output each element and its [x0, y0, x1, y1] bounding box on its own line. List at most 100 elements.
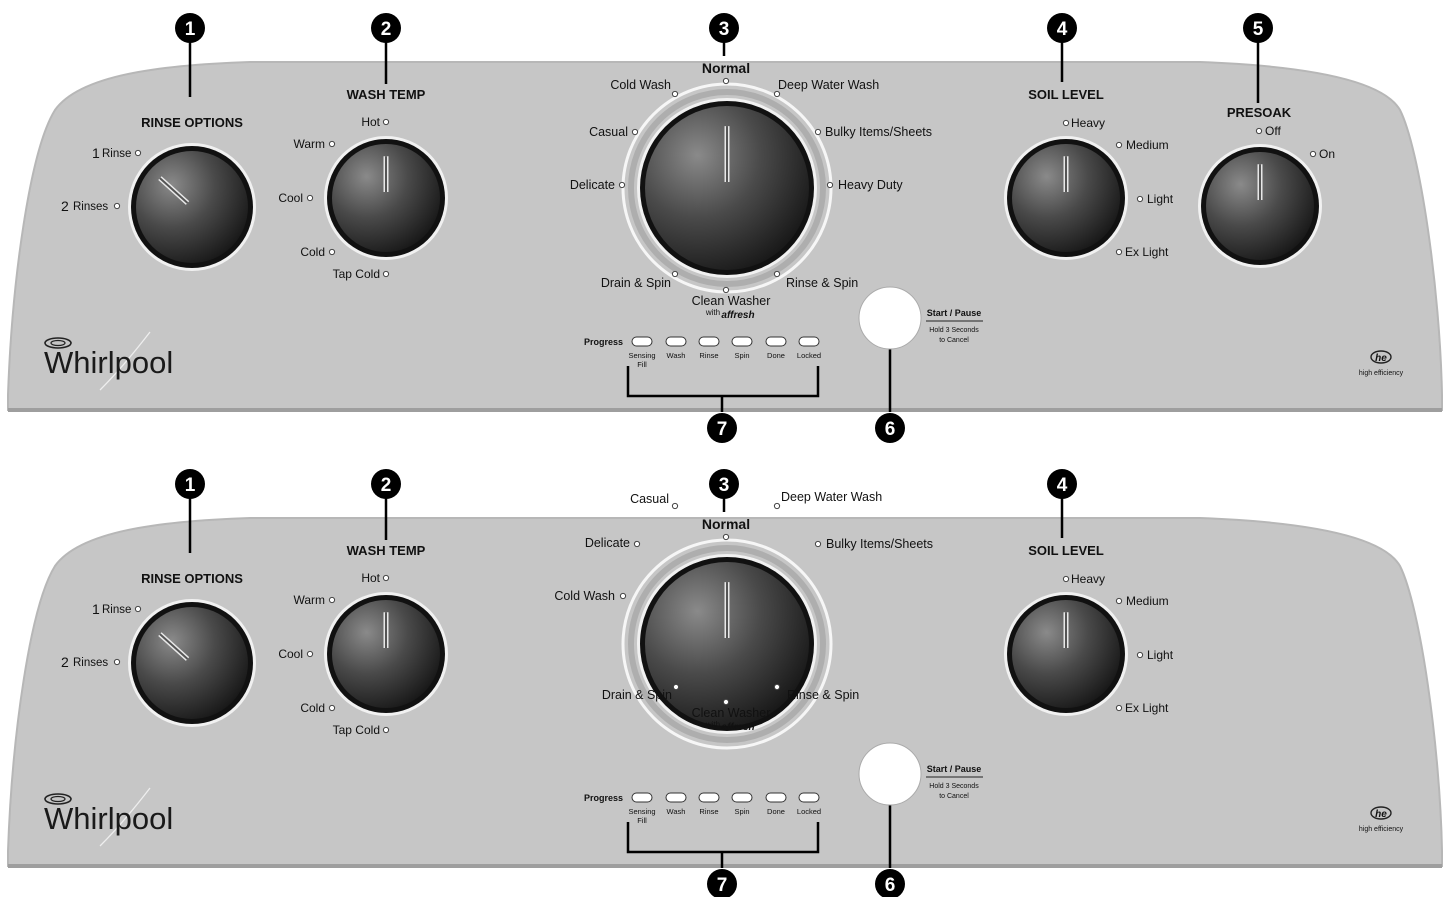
progress-light-label: Sensing	[628, 351, 655, 360]
indicator-dot	[633, 540, 641, 548]
callout-badge	[175, 13, 205, 43]
cycle-option: Cold Wash	[554, 589, 615, 603]
cycle-selector-knob[interactable]	[637, 554, 817, 734]
cycle-option: Drain & Spin	[601, 276, 671, 290]
wash-temp-knob[interactable]	[324, 136, 448, 260]
progress-sensing-fill-label: Fill	[637, 816, 647, 825]
callout-text: 2	[381, 19, 392, 40]
indicator-dot	[382, 726, 390, 734]
callout-number-3: 3	[709, 13, 739, 43]
callout-text: 3	[719, 19, 730, 40]
progress-light-locked	[798, 336, 820, 347]
callout-badge	[707, 413, 737, 443]
wash-temp-option: Cool	[278, 191, 303, 205]
progress-light-locked	[798, 792, 820, 803]
progress-light-spin	[731, 792, 753, 803]
knob-face	[1206, 152, 1314, 260]
callout-badge	[1047, 469, 1077, 499]
presoak-knob[interactable]	[1198, 144, 1322, 268]
rinse-options-knob[interactable]	[128, 599, 256, 727]
affresh-logo-text: affresh	[721, 310, 754, 321]
cycle-selector-knob[interactable]	[637, 98, 817, 278]
knob-face	[1012, 144, 1120, 252]
indicator-dot	[328, 704, 336, 712]
start-pause-hint: Hold 3 Seconds	[929, 783, 979, 790]
rinse-options-title: RINSE OPTIONS	[141, 571, 243, 586]
wash-temp-option: Tap Cold	[333, 267, 380, 281]
progress-light-label: Rinse	[699, 351, 718, 360]
callout-number-2: 2	[371, 469, 401, 499]
progress-sensing-fill-label: Fill	[637, 360, 647, 369]
cycle-normal-label: Normal	[702, 516, 750, 532]
indicator-dot	[671, 502, 679, 510]
callout-number-6: 6	[875, 869, 905, 899]
start-pause-button[interactable]	[858, 286, 922, 350]
knob-face	[332, 600, 440, 708]
presoak-title: PRESOAK	[1227, 105, 1292, 120]
indicator-dot	[1062, 575, 1070, 583]
indicator-dot	[113, 202, 121, 210]
wash-temp-option: Cool	[278, 647, 303, 661]
logo-swirl-inner-icon	[50, 339, 66, 347]
progress-light-label: Sensing	[628, 807, 655, 816]
progress-light-wash	[665, 336, 687, 347]
soil-level-option: Heavy	[1071, 572, 1105, 586]
callout-text: 5	[1253, 19, 1264, 40]
callout-text: 4	[1057, 19, 1068, 40]
start-pause-title: Start / Pause	[927, 308, 982, 318]
logo-swirl-icon	[44, 793, 72, 805]
indicator-dot	[113, 658, 121, 666]
callout-text: 7	[717, 419, 728, 440]
callout-number-6: 6	[875, 413, 905, 443]
soil-level-knob[interactable]	[1004, 592, 1128, 716]
progress-light-label: Wash	[667, 807, 686, 816]
wash-temp-option: Cold	[300, 245, 325, 259]
indicator-dot	[814, 128, 822, 136]
indicator-dot	[134, 605, 142, 613]
rinse-two-number: 2	[61, 198, 69, 214]
indicator-dot	[773, 683, 781, 691]
callout-badge	[1047, 13, 1077, 43]
whirlpool-logo: Whirlpool	[44, 331, 173, 391]
indicator-dot	[382, 118, 390, 126]
soil-level-option: Light	[1147, 648, 1174, 662]
knob-face	[136, 151, 248, 263]
start-pause-hint: to Cancel	[939, 793, 969, 800]
callout-number-1: 1	[175, 469, 205, 499]
cycle-option: Deep Water Wash	[781, 490, 882, 504]
callout-badge	[875, 869, 905, 899]
callout-badge	[709, 469, 739, 499]
callout-number-4: 4	[1047, 469, 1077, 499]
callout-text: 6	[885, 875, 896, 896]
progress-light-label: Done	[767, 807, 785, 816]
rinse-two-number: 2	[61, 654, 69, 670]
soil-level-option: Ex Light	[1125, 245, 1169, 259]
indicator-dot	[1309, 150, 1317, 158]
callout-badge	[1243, 13, 1273, 43]
start-pause-button[interactable]	[858, 742, 922, 806]
cycle-option: Heavy Duty	[838, 178, 903, 192]
indicator-dot	[671, 270, 679, 278]
soil-level-knob[interactable]	[1004, 136, 1128, 260]
indicator-dot	[1136, 651, 1144, 659]
he-caption: high efficiency	[1359, 370, 1404, 377]
whirlpool-logo: Whirlpool	[44, 787, 173, 847]
indicator-dot	[722, 286, 730, 294]
wash-temp-knob[interactable]	[324, 592, 448, 716]
cycle-normal-label: Normal	[702, 60, 750, 76]
indicator-dot	[671, 90, 679, 98]
clean-washer-label: Clean Washer	[692, 294, 771, 308]
rinse-options-knob[interactable]	[128, 143, 256, 271]
rinse-one-label: Rinse	[102, 604, 131, 616]
callout-badge	[875, 413, 905, 443]
progress-light-label: Spin	[734, 807, 749, 816]
indicator-dot	[826, 181, 834, 189]
callout-number-1: 1	[175, 13, 205, 43]
wash-temp-option: Hot	[361, 115, 380, 129]
callout-number-4: 4	[1047, 13, 1077, 43]
rinse-one-number: 1	[92, 601, 100, 617]
wash-temp-option: Tap Cold	[333, 723, 380, 737]
